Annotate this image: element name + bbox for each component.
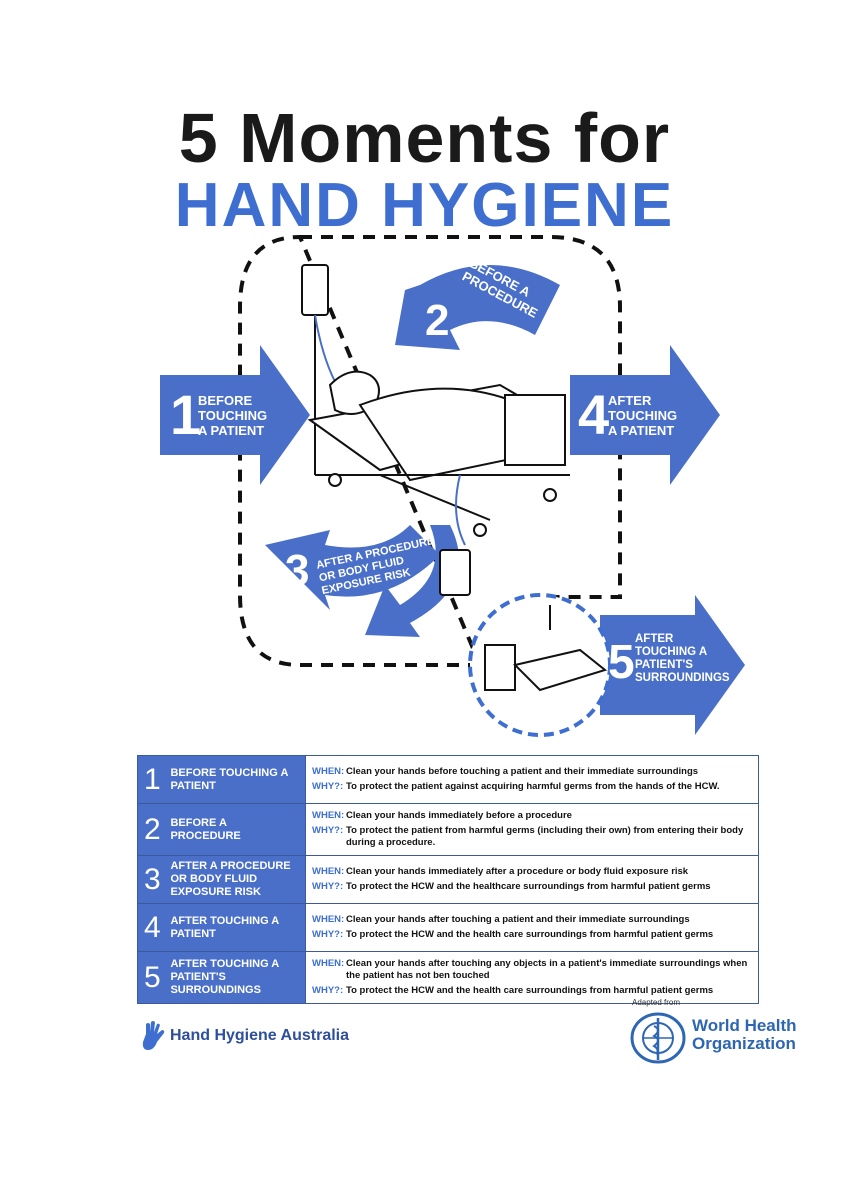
- moment-number: 1: [144, 762, 161, 796]
- moment-number: 5: [144, 960, 161, 994]
- hand-hygiene-australia-logo: Hand Hygiene Australia: [140, 1018, 380, 1058]
- moment-number: 4: [144, 910, 161, 944]
- why-tag: WHY?:: [312, 881, 344, 892]
- table-row: 4 AFTER TOUCHING A PATIENT WHEN:Clean yo…: [137, 903, 759, 952]
- title-line-2: HAND HYGIENE: [174, 171, 675, 240]
- when-tag: WHEN:: [312, 810, 345, 821]
- moment-5-detail: WHEN:Clean your hands after touching any…: [305, 951, 759, 1004]
- why-text: To protect the patient from harmful germ…: [346, 825, 744, 848]
- when-tag: WHEN:: [312, 958, 345, 969]
- arrow-1: [160, 345, 310, 485]
- moment-1-detail: WHEN:Clean your hands before touching a …: [305, 755, 759, 804]
- why-text: To protect the HCW and the healthcare su…: [346, 881, 711, 892]
- moment-number: 3: [144, 862, 161, 896]
- why-tag: WHY?:: [312, 929, 344, 940]
- when-tag: WHEN:: [312, 766, 345, 777]
- moment-label: BEFORE TOUCHING A PATIENT: [170, 766, 288, 792]
- moment-3-cell: 3 AFTER A PROCEDURE OR BODY FLUID EXPOSU…: [137, 855, 306, 904]
- arrow-5-label: AFTER TOUCHING A PATIENT'S SURROUNDINGS: [635, 633, 730, 684]
- who-emblem-icon: [630, 1012, 686, 1064]
- moment-1-cell: 1 BEFORE TOUCHING A PATIENT: [137, 755, 306, 804]
- bedside-table: [484, 644, 516, 691]
- arrow-3-tail: [365, 525, 459, 637]
- iv-bag: [301, 264, 329, 316]
- table-row: 2 BEFORE A PROCEDURE WHEN:Clean your han…: [137, 803, 759, 856]
- why-text: To protect the patient against acquiring…: [346, 781, 720, 792]
- moments-table: 1 BEFORE TOUCHING A PATIENT WHEN:Clean y…: [137, 755, 759, 1004]
- arrow-3: [265, 525, 440, 610]
- arrow-5: [600, 595, 745, 735]
- drainage-bag: [439, 549, 471, 596]
- moment-2-cell: 2 BEFORE A PROCEDURE: [137, 803, 306, 856]
- why-tag: WHY?:: [312, 985, 344, 996]
- empty-bed: [513, 648, 608, 692]
- moment-label: AFTER TOUCHING A PATIENT: [170, 914, 279, 940]
- hha-text: Hand Hygiene Australia: [170, 1027, 350, 1044]
- moment-2-detail: WHEN:Clean your hands immediately before…: [305, 803, 759, 856]
- arrow-3-number: 3: [285, 546, 310, 595]
- when-text: Clean your hands before touching a patie…: [346, 766, 699, 777]
- arrow-5-number: 5: [608, 636, 635, 689]
- who-text: World Health Organization: [692, 1016, 797, 1053]
- moment-number: 2: [144, 812, 161, 846]
- arrow-1-number: 1: [170, 383, 202, 446]
- when-tag: WHEN:: [312, 866, 345, 877]
- moment-label: BEFORE A PROCEDURE: [170, 816, 241, 842]
- arrow-4: [570, 345, 720, 485]
- moment-label: AFTER A PROCEDURE OR BODY FLUID EXPOSURE…: [170, 860, 291, 898]
- why-tag: WHY?:: [312, 825, 344, 836]
- arrow-4-label: AFTER TOUCHING A PATIENT: [608, 393, 678, 438]
- moment-4-cell: 4 AFTER TOUCHING A PATIENT: [137, 903, 306, 952]
- when-text: Clean your hands immediately before a pr…: [346, 810, 572, 821]
- bed-footboard: [504, 394, 566, 466]
- why-tag: WHY?:: [312, 781, 344, 792]
- moment-label: AFTER TOUCHING A PATIENT'S SURROUNDINGS: [170, 958, 279, 996]
- arrow-4-number: 4: [578, 383, 610, 446]
- when-text: Clean your hands after touching a patien…: [346, 914, 690, 925]
- arrow-1-label: BEFORE TOUCHING A PATIENT: [198, 393, 268, 438]
- moment-3-detail: WHEN:Clean your hands immediately after …: [305, 855, 759, 904]
- why-text: To protect the HCW and the health care s…: [346, 929, 714, 940]
- hand-print-icon: [142, 1021, 165, 1050]
- when-text: Clean your hands immediately after a pro…: [346, 866, 689, 877]
- why-text: To protect the HCW and the health care s…: [346, 985, 714, 996]
- arrow-2: [395, 265, 560, 350]
- arrow-2-number: 2: [425, 296, 450, 345]
- title-line-1: 5 Moments for: [178, 99, 671, 177]
- when-tag: WHEN:: [312, 914, 345, 925]
- illustration-graphic: [160, 234, 745, 737]
- table-row: 1 BEFORE TOUCHING A PATIENT WHEN:Clean y…: [137, 755, 759, 804]
- when-text: Clean your hands after touching any obje…: [346, 958, 748, 981]
- moment-5-cell: 5 AFTER TOUCHING A PATIENT'S SURROUNDING…: [137, 951, 306, 1004]
- moment-4-detail: WHEN:Clean your hands after touching a p…: [305, 903, 759, 952]
- adapted-from-text: Adapted from: [632, 998, 681, 1007]
- table-row: 3 AFTER A PROCEDURE OR BODY FLUID EXPOSU…: [137, 855, 759, 904]
- illustration: 1 BEFORE TOUCHING A PATIENT 2 BEFORE A P…: [150, 225, 760, 750]
- table-row: 5 AFTER TOUCHING A PATIENT'S SURROUNDING…: [137, 951, 759, 1004]
